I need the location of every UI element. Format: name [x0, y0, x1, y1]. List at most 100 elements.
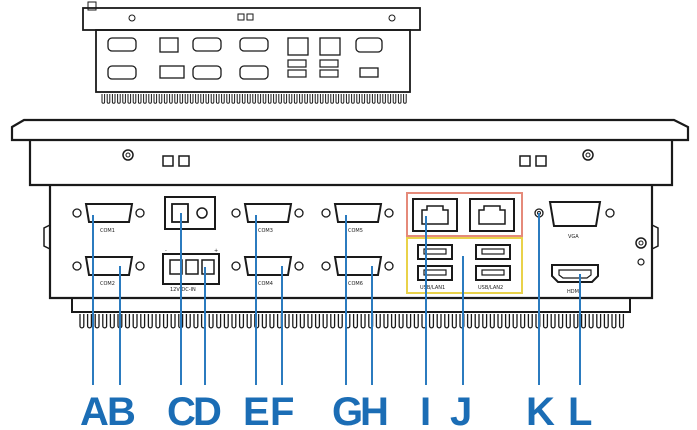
standoff-icon [72, 208, 82, 218]
hdmi-silkscreen: HDMI [567, 289, 580, 295]
io-body [48, 185, 654, 300]
ground-screw-icon [635, 237, 647, 249]
power-led-icon [196, 207, 208, 219]
standoff-icon [384, 208, 394, 218]
com5-silkscreen: COM5 [348, 228, 363, 234]
usb-port [417, 244, 453, 260]
lan-highlight-box [406, 192, 523, 237]
com1-port: COM1 [72, 203, 145, 234]
rj45-jack [412, 198, 458, 232]
bezel-mark [519, 155, 531, 167]
right-latch [651, 224, 659, 250]
letter-a: A [80, 390, 109, 430]
hdmi-connector [551, 264, 599, 283]
power-switch [164, 196, 216, 230]
com4-silkscreen: COM4 [258, 281, 273, 287]
db9-connector [333, 203, 383, 223]
com6-port: COM6 [321, 256, 394, 287]
top-view-body [95, 29, 411, 93]
com6-silkscreen: COM6 [348, 281, 363, 287]
letter-h: H [360, 390, 389, 430]
db9-connector [84, 256, 134, 276]
com5-port: COM5 [321, 203, 394, 234]
top-view-mark [246, 13, 254, 21]
com3-silkscreen: COM3 [258, 228, 273, 234]
top-view-com-port [192, 37, 222, 52]
standoff-icon [135, 261, 145, 271]
screw-icon [582, 149, 594, 161]
top-view-lan-port [287, 37, 309, 56]
usb-tongue [423, 269, 447, 276]
top-view-dc-in [159, 65, 185, 79]
bezel-mark [178, 155, 190, 167]
top-view-vga-port [355, 37, 383, 53]
db15-connector [548, 201, 602, 227]
com2-silkscreen: COM2 [100, 281, 115, 287]
letter-i: I [420, 390, 431, 430]
top-view [82, 1, 421, 104]
db9-connector [243, 203, 293, 223]
callout-leaders [92, 213, 581, 385]
letter-g: G [332, 390, 363, 430]
top-view-screw-icon [388, 14, 396, 22]
top-view-mark [237, 13, 245, 21]
letter-l: L [568, 390, 592, 430]
vga-silkscreen: VGA [568, 234, 579, 240]
standoff-icon [321, 208, 331, 218]
letter-d: D [193, 390, 222, 430]
top-view-com-port [239, 37, 269, 52]
top-view-heatsink-fins [101, 94, 407, 104]
top-view-lan-port [319, 37, 341, 56]
switch-housing [164, 196, 216, 230]
top-view-com-port [239, 65, 269, 80]
com4-port: COM4 [231, 256, 304, 287]
usb-port [475, 244, 511, 260]
letter-c: C [167, 390, 196, 430]
standoff-icon [231, 208, 241, 218]
bezel-mark [535, 155, 547, 167]
usb-highlight-box [406, 237, 523, 294]
top-view-usb-port [287, 69, 307, 78]
letter-k: K [526, 390, 555, 430]
top-view-com-port [107, 65, 137, 80]
top-view-screw-icon [128, 14, 136, 22]
standoff-icon [135, 208, 145, 218]
letter-b: B [107, 390, 136, 430]
usb-lan-silkscreen: USB/LAN1 [420, 285, 445, 291]
hdmi-inner [558, 269, 592, 279]
hdmi-port: HDMI [551, 264, 599, 295]
top-view-hdmi-port [359, 67, 379, 78]
rj45-socket-icon [478, 205, 506, 225]
usb-port [475, 265, 511, 281]
usb-tongue [481, 269, 505, 276]
bezel-top-edge [10, 118, 690, 142]
rj45-socket-icon [421, 205, 449, 225]
bezel-frame [28, 140, 674, 187]
top-view-com-port [192, 65, 222, 80]
minus-marking: - [165, 248, 167, 254]
rj45-jack [469, 198, 515, 232]
ground-symbol-icon [637, 258, 645, 266]
usb-ports: USB/LAN1 USB/LAN2 [406, 237, 523, 294]
usb-port [417, 265, 453, 281]
screw-icon [122, 149, 134, 161]
left-latch [43, 224, 51, 250]
top-view-usb-port [287, 59, 307, 68]
usb-tongue [481, 248, 505, 255]
top-view-switch [159, 37, 179, 53]
dc-in-port: - + 12V DC-IN [162, 248, 220, 293]
heatsink-fins [79, 314, 625, 329]
lan-ports [406, 192, 523, 237]
bezel-mark [162, 155, 174, 167]
db9-connector [84, 203, 134, 223]
usb-tongue [423, 248, 447, 255]
top-view-usb-port [319, 69, 339, 78]
ground-screw-icon-center [638, 240, 644, 246]
standoff-icon [294, 208, 304, 218]
db9-connector [333, 256, 383, 276]
callout-letters: A B C D E F G H I J K L [80, 390, 592, 430]
terminal-pin [201, 259, 215, 275]
standoff-icon [321, 261, 331, 271]
